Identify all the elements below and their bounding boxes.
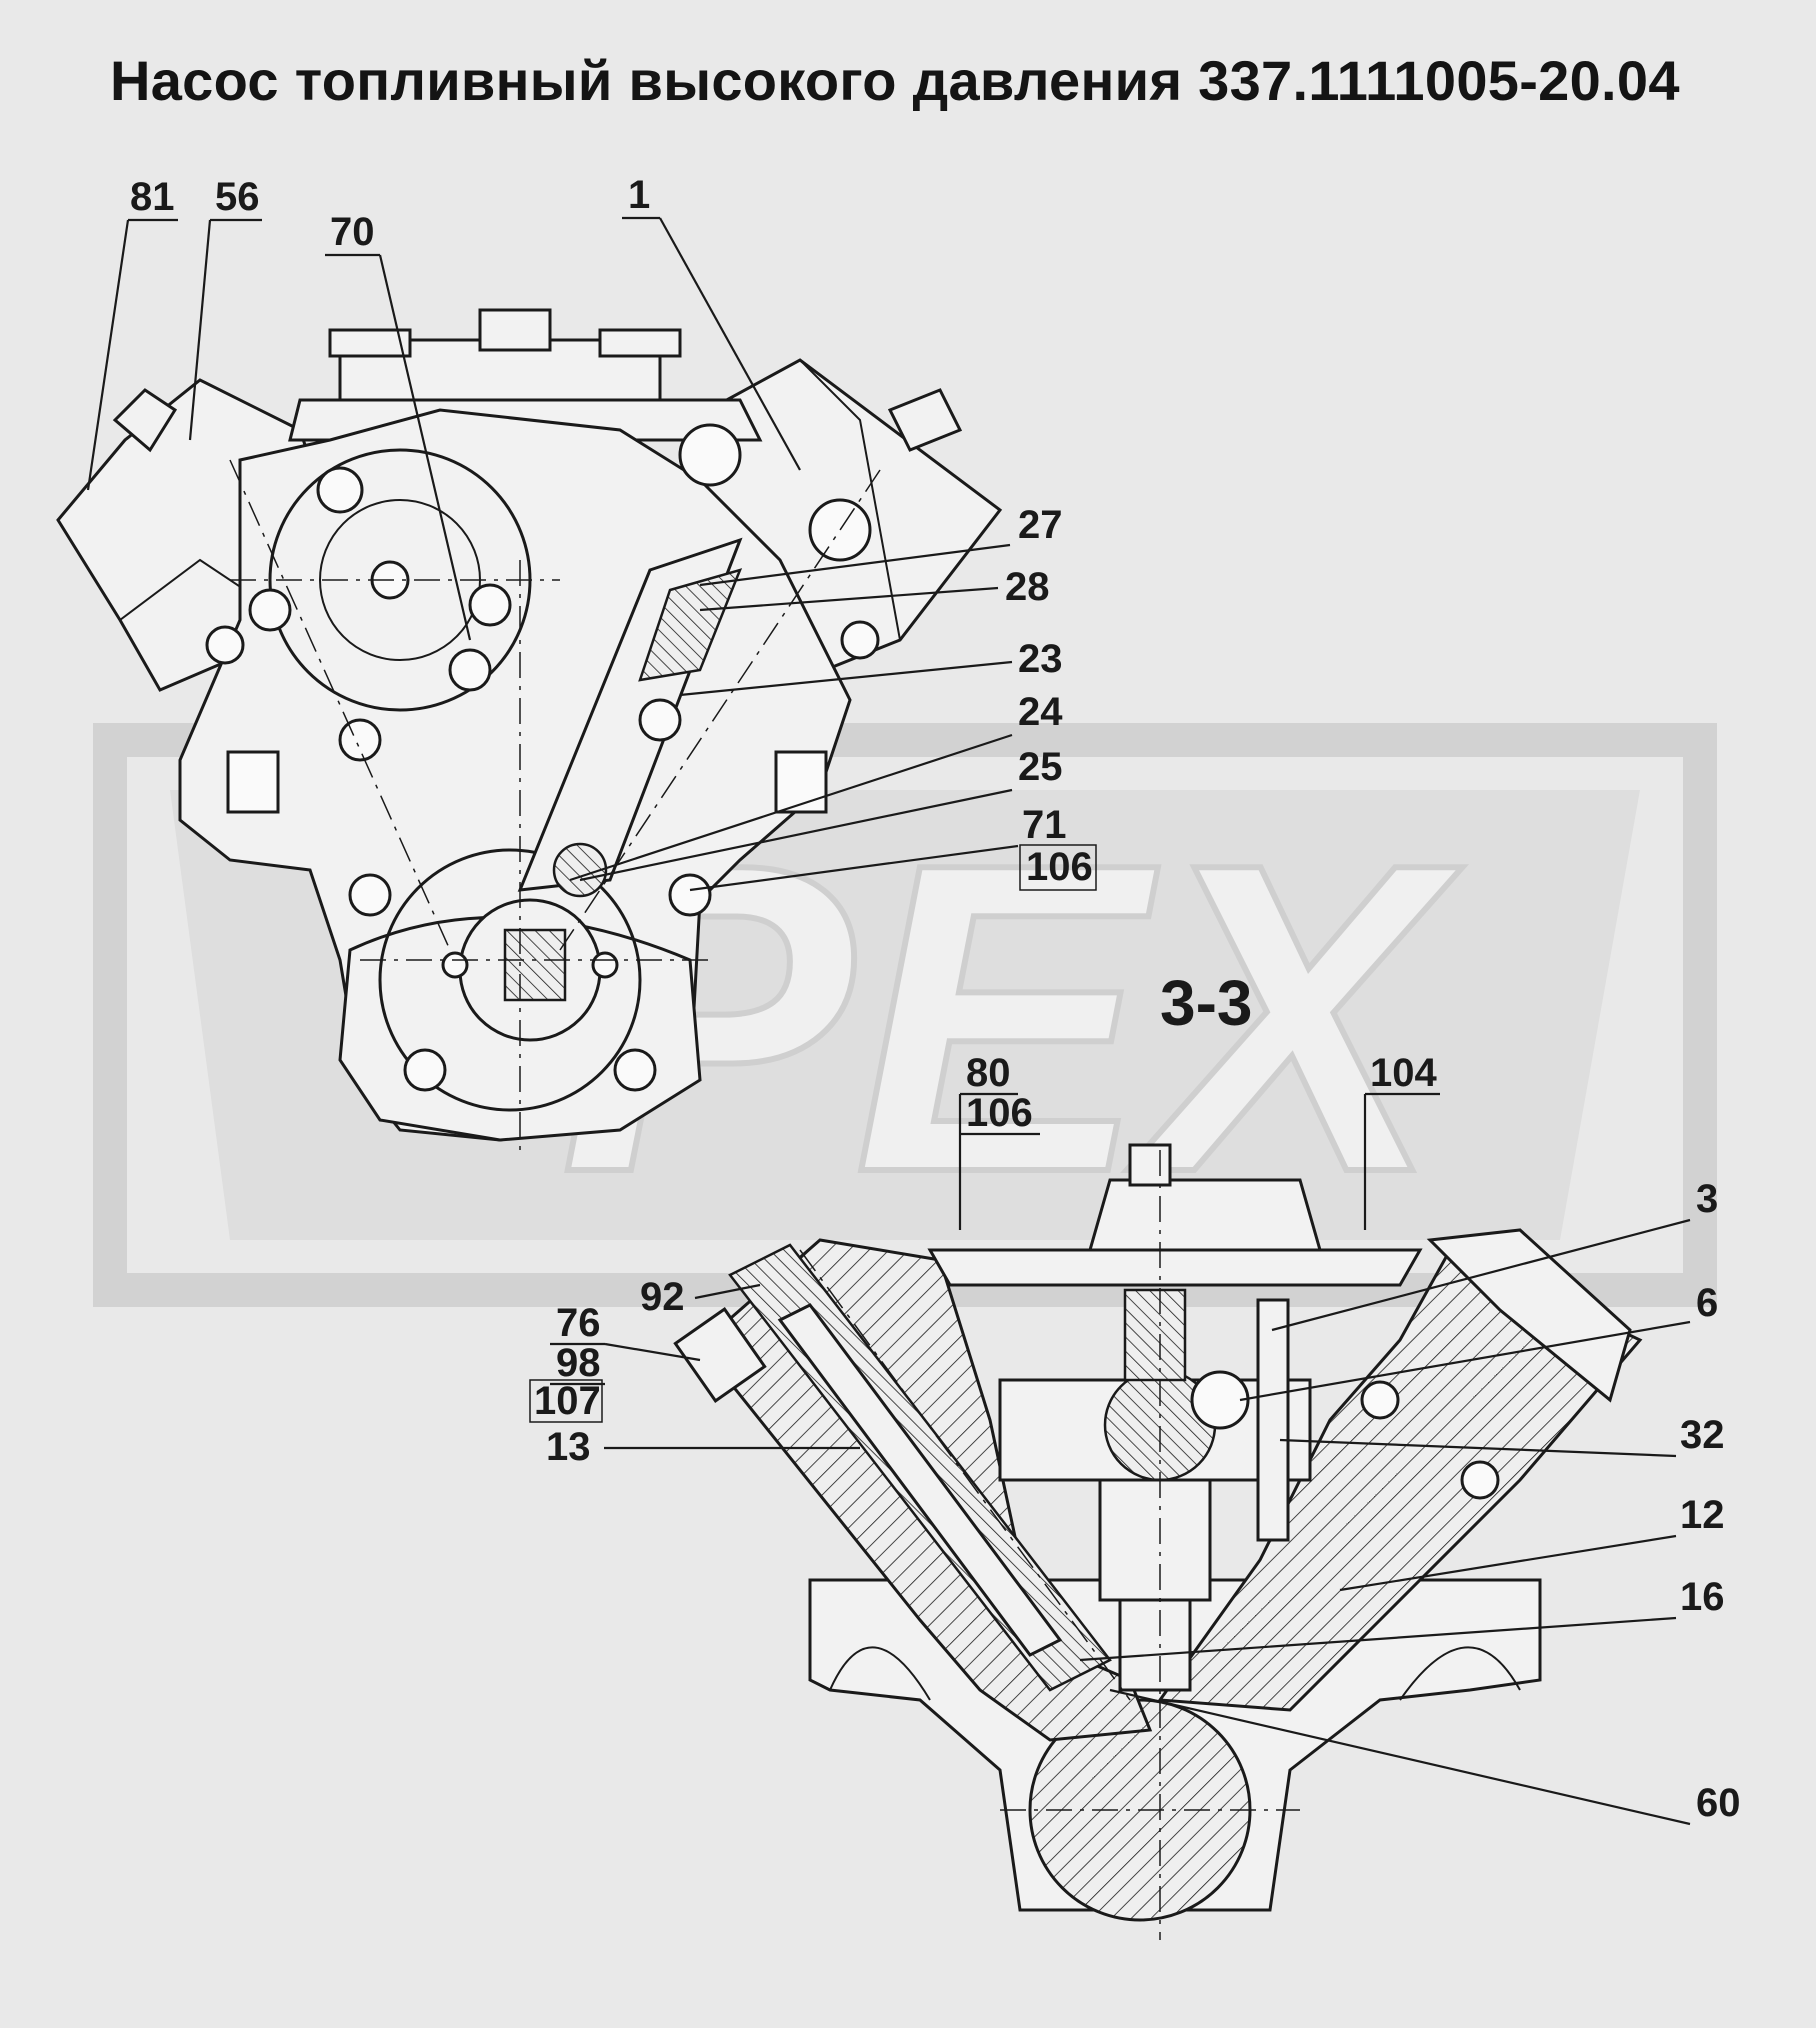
section-view-pump — [673, 1143, 1643, 1940]
svg-text:92: 92 — [640, 1275, 685, 1319]
callout-24: 24 — [569, 690, 1063, 882]
svg-text:24: 24 — [1018, 690, 1063, 734]
svg-text:25: 25 — [1018, 745, 1063, 789]
svg-text:32: 32 — [1680, 1413, 1725, 1457]
callout-80: 80 — [958, 1051, 1018, 1230]
callout-27: 27 — [699, 503, 1063, 587]
callout-25: 25 — [579, 745, 1063, 882]
callout-16: 16 — [1079, 1575, 1725, 1662]
front-view-pump — [56, 308, 1003, 1150]
callout-106-top: 106 — [1019, 844, 1097, 891]
callout-13: 13 — [546, 1425, 860, 1469]
svg-text:81: 81 — [130, 175, 175, 219]
bottom-callouts: 80 106 104 3 6 32 — [529, 1051, 1741, 1826]
svg-text:70: 70 — [330, 210, 375, 254]
callout-81: 81 — [86, 175, 178, 491]
svg-text:28: 28 — [1005, 565, 1050, 609]
svg-text:6: 6 — [1696, 1281, 1718, 1325]
svg-text:23: 23 — [1018, 637, 1063, 681]
callout-107: 107 — [529, 1379, 603, 1423]
callout-12: 12 — [1339, 1493, 1725, 1592]
callout-60: 60 — [1109, 1688, 1741, 1826]
svg-text:60: 60 — [1696, 1781, 1741, 1825]
callout-70: 70 — [325, 210, 472, 641]
svg-text:106: 106 — [1026, 845, 1093, 889]
callout-6: 6 — [1239, 1281, 1718, 1402]
svg-text:104: 104 — [1370, 1051, 1437, 1095]
callout-32: 32 — [1279, 1413, 1725, 1458]
svg-text:12: 12 — [1680, 1493, 1725, 1537]
housing-bolts — [205, 423, 880, 1092]
svg-text:80: 80 — [966, 1051, 1011, 1095]
svg-text:98: 98 — [556, 1341, 601, 1385]
page-title: Насос топливный высокого давления 337.11… — [110, 49, 1680, 112]
svg-text:27: 27 — [1018, 503, 1063, 547]
svg-text:13: 13 — [546, 1425, 591, 1469]
callout-23: 23 — [679, 637, 1063, 697]
svg-text:1: 1 — [628, 173, 650, 217]
callout-3: 3 — [1271, 1177, 1718, 1332]
top-callouts: 81 56 70 1 27 — [86, 173, 1097, 892]
callout-1: 1 — [622, 173, 801, 471]
svg-text:56: 56 — [215, 175, 260, 219]
svg-text:107: 107 — [534, 1379, 601, 1423]
callout-56: 56 — [188, 175, 262, 441]
callout-104: 104 — [1363, 1051, 1440, 1230]
svg-text:16: 16 — [1680, 1575, 1725, 1619]
callout-28: 28 — [699, 565, 1050, 612]
section-label: 3-3 — [1160, 967, 1253, 1039]
callout-106-bottom: 106 — [960, 1091, 1040, 1136]
svg-text:106: 106 — [966, 1091, 1033, 1135]
svg-text:71: 71 — [1022, 803, 1067, 847]
svg-text:3: 3 — [1696, 1177, 1718, 1221]
callout-98: 98 — [550, 1341, 605, 1386]
svg-text:76: 76 — [556, 1301, 601, 1345]
callout-71: 71 — [689, 803, 1067, 892]
callout-92: 92 — [640, 1275, 761, 1319]
callout-76: 76 — [550, 1301, 701, 1362]
